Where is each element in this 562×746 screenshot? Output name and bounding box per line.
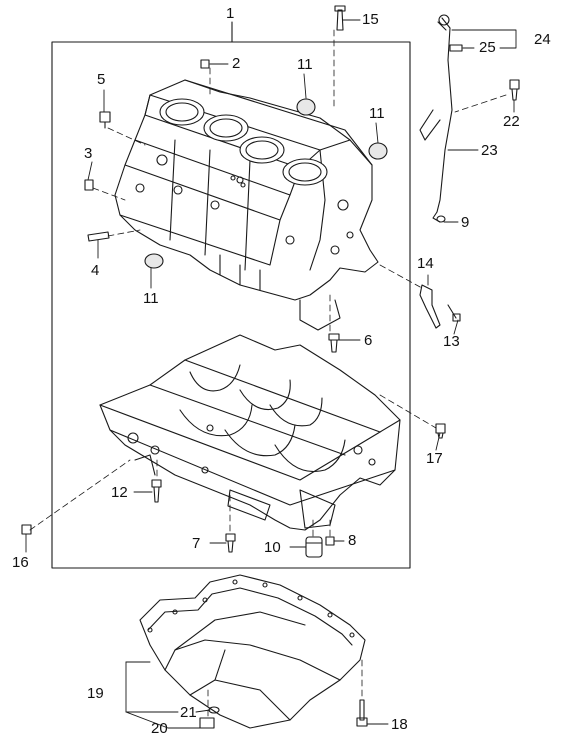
callout-21: 21 [180,704,197,721]
callout-1: 1 [226,5,235,22]
callout-12: 12 [111,484,128,501]
callout-19: 19 [87,685,104,702]
callout-4: 4 [91,262,100,279]
callout-3: 3 [84,145,93,162]
callout-7: 7 [192,535,201,552]
callout-9: 9 [461,214,470,231]
callout-20: 20 [151,720,168,737]
cylinder-block-assembly-frame [51,41,411,569]
callout-22: 22 [503,113,520,130]
callout-15: 15 [362,11,379,28]
callout-6: 6 [364,332,373,349]
callout-5: 5 [97,71,106,88]
oil-pan [139,574,366,729]
callout-16: 16 [12,554,29,571]
callout-10: 10 [264,539,281,556]
callout-18: 18 [391,716,408,733]
callout-23: 23 [481,142,498,159]
callout-13: 13 [443,333,460,350]
callout-14: 14 [417,255,434,272]
callout-2: 2 [232,55,241,72]
callout-8: 8 [348,532,357,549]
small-parts [21,5,520,729]
cylinder-block [114,79,379,331]
callout-25: 25 [479,39,496,56]
callout-11-left: 11 [143,290,159,307]
oil-level-gauge-assembly [419,14,463,223]
callout-11-right: 11 [369,105,385,122]
crankcase-ladder-frame [99,334,401,531]
callout-24: 24 [534,31,551,48]
callout-17: 17 [426,450,443,467]
alignment-lines [29,29,507,719]
callout-11-top: 11 [297,56,313,73]
